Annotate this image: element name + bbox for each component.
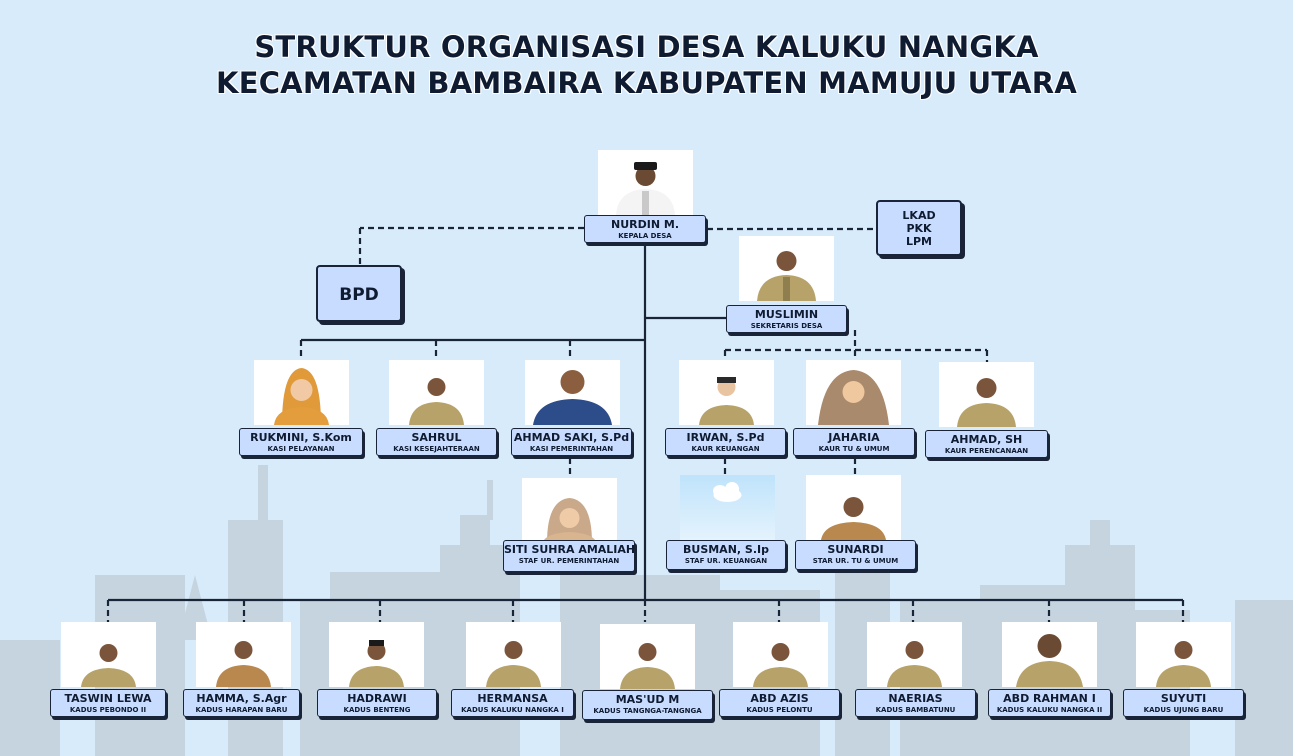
head-name: NURDIN M. [611,218,679,231]
card-kaur-staff-1: BUSMAN, S.Ip STAF UR. KEUANGAN [666,540,786,570]
card-kaur-1: IRWAN, S.Pd KAUR KEUANGAN [665,428,786,456]
photo-kadus-8 [1002,622,1097,687]
kaur-staff-2-name: SUNARDI [827,543,884,556]
photo-kasi-3 [525,360,620,425]
card-kaur-staff-2: SUNARDI STAR UR. TU & UMUM [795,540,916,570]
kadus-1-role: KADUS PEBONDO II [69,706,147,714]
kaur-staff-1-name: BUSMAN, S.Ip [683,543,769,556]
photo-kadus-1 [61,622,156,687]
photo-kaur-staff-1 [680,475,775,540]
photo-kadus-9 [1136,622,1231,687]
kaur-3-role: KAUR PERENCANAAN [944,447,1029,455]
kadus-7-name: NAERIAS [888,692,943,705]
card-kasi-staff: SITI SUHRA AMALIAH STAF UR. PEMERINTAHAN [503,540,635,572]
card-kadus-5: MAS'UD M KADUS TANGNGA-TANGNGA [582,690,713,720]
photo-kaur-3 [939,362,1034,427]
lpm-label: LPM [905,235,933,248]
kaur-3-name: AHMAD, SH [950,433,1023,446]
card-kasi-3: AHMAD SAKI, S.Pd KASI PEMERINTAHAN [511,428,632,456]
kadus-5-role: KADUS TANGNGA-TANGNGA [593,707,702,715]
kasi-1-role: KASI PELAYANAN [267,445,335,453]
photo-kadus-5 [600,624,695,689]
kasi-1-name: RUKMINI, S.Kom [250,431,352,444]
lembaga-box: LKAD PKK LPM [876,200,962,256]
kasi-3-role: KASI PEMERINTAHAN [529,445,614,453]
kadus-2-name: HAMMA, S.Agr [196,692,287,705]
kadus-4-name: HERMANSA [477,692,548,705]
card-head: NURDIN M. KEPALA DESA [584,215,706,243]
kasi-2-role: KASI KESEJAHTERAAN [393,445,480,453]
photo-kadus-4 [466,622,561,687]
kadus-2-role: KADUS HARAPAN BARU [195,706,288,714]
head-role: KEPALA DESA [618,232,672,240]
lkad-label: LKAD [902,209,936,222]
card-kadus-2: HAMMA, S.Agr KADUS HARAPAN BARU [183,689,300,717]
kadus-3-name: HADRAWI [347,692,407,705]
secretary-role: SEKRETARIS DESA [750,322,823,330]
kasi-staff-name: SITI SUHRA AMALIAH [504,543,636,556]
title-line-2: KECAMATAN BAMBAIRA KABUPATEN MAMUJU UTAR… [216,66,1077,100]
photo-head [598,150,693,215]
kadus-9-role: KADUS UJUNG BARU [1143,706,1224,714]
kasi-staff-role: STAF UR. PEMERINTAHAN [518,557,620,565]
card-kadus-9: SUYUTI KADUS UJUNG BARU [1123,689,1244,717]
title-line-1: STRUKTUR ORGANISASI DESA KALUKU NANGKA [254,30,1039,64]
photo-kasi-staff [522,478,617,543]
card-kadus-8: ABD RAHMAN I KADUS KALUKU NANGKA II [988,689,1111,717]
card-kaur-3: AHMAD, SH KAUR PERENCANAAN [925,430,1048,458]
kadus-6-name: ABD AZIS [750,692,809,705]
card-secretary: MUSLIMIN SEKRETARIS DESA [726,305,847,333]
kadus-9-name: SUYUTI [1160,692,1207,705]
kadus-4-role: KADUS KALUKU NANGKA I [461,706,564,714]
kaur-staff-1-role: STAF UR. KEUANGAN [684,557,768,565]
photo-kaur-1 [679,360,774,425]
kadus-1-name: TASWIN LEWA [64,692,152,705]
photo-kasi-1 [254,360,349,425]
kadus-8-name: ABD RAHMAN I [1003,692,1096,705]
photo-kasi-2 [389,360,484,425]
secretary-name: MUSLIMIN [754,308,819,321]
kasi-3-name: AHMAD SAKI, S.Pd [513,431,630,444]
photo-kadus-3 [329,622,424,687]
kadus-7-role: KADUS BAMBATUNU [875,706,956,714]
kadus-3-role: KADUS BENTENG [343,706,411,714]
card-kasi-1: RUKMINI, S.Kom KASI PELAYANAN [239,428,363,456]
kaur-2-name: JAHARIA [828,431,880,444]
kadus-8-role: KADUS KALUKU NANGKA II [996,706,1103,714]
card-kadus-3: HADRAWI KADUS BENTENG [317,689,437,717]
kaur-staff-2-role: STAR UR. TU & UMUM [812,557,899,565]
photo-secretary [739,236,834,301]
kaur-1-name: IRWAN, S.Pd [686,431,765,444]
card-kadus-1: TASWIN LEWA KADUS PEBONDO II [50,689,166,717]
photo-kaur-staff-2 [806,475,901,540]
card-kadus-6: ABD AZIS KADUS PELONTU [719,689,840,717]
photo-kadus-6 [733,622,828,687]
kaur-1-role: KAUR KEUANGAN [691,445,760,453]
pkk-label: PKK [906,222,932,235]
card-kaur-2: JAHARIA KAUR TU & UMUM [793,428,915,456]
card-kadus-7: NAERIAS KADUS BAMBATUNU [855,689,976,717]
kasi-2-name: SAHRUL [411,431,462,444]
kadus-6-role: KADUS PELONTU [746,706,813,714]
kaur-2-role: KAUR TU & UMUM [818,445,890,453]
kadus-5-name: MAS'UD M [615,693,680,706]
photo-kaur-2 [806,360,901,425]
bpd-box: BPD [316,265,402,322]
card-kadus-4: HERMANSA KADUS KALUKU NANGKA I [451,689,574,717]
photo-kadus-2 [196,622,291,687]
card-kasi-2: SAHRUL KASI KESEJAHTERAAN [376,428,497,456]
photo-kadus-7 [867,622,962,687]
